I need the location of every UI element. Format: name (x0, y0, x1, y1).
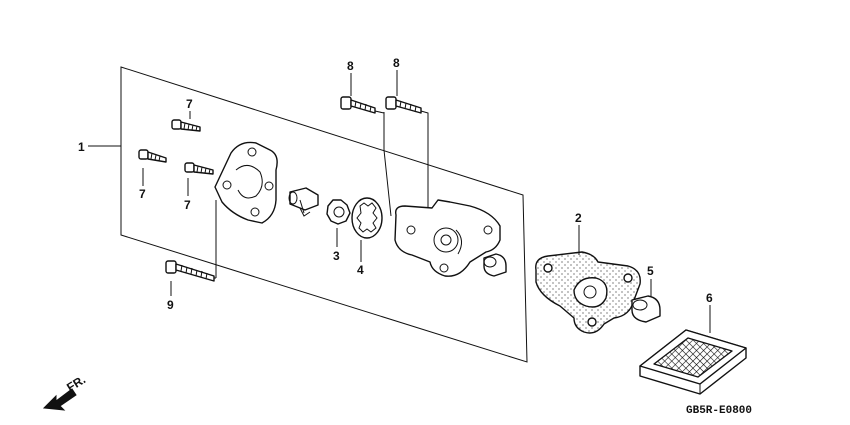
callout-8-left: 8 (347, 59, 354, 73)
assembly-frame (120, 66, 528, 363)
collar-part-5 (631, 295, 661, 323)
callout-8-right: 8 (393, 56, 400, 70)
bolt-8-right (385, 96, 429, 207)
screw-7-left (138, 149, 167, 163)
callout-7-left: 7 (139, 187, 146, 201)
body-collar-part (483, 253, 507, 277)
front-direction-label: FR. (64, 372, 88, 394)
callout-1: 1 (78, 140, 85, 154)
bolt-8-left (340, 96, 392, 217)
callout-3: 3 (333, 249, 340, 263)
pump-shaft-part (288, 187, 319, 217)
leader-lines (88, 70, 711, 333)
front-direction-arrow-icon (42, 388, 77, 411)
bolt-9 (165, 200, 217, 282)
callout-9: 9 (167, 298, 174, 312)
callout-5: 5 (647, 264, 654, 278)
callout-2: 2 (575, 211, 582, 225)
oil-screen-part-6 (639, 329, 747, 395)
inner-rotor-part-3 (326, 199, 351, 225)
pump-cover-part (214, 141, 278, 224)
pump-body-part (394, 199, 501, 277)
callout-6: 6 (706, 291, 713, 305)
gasket-part-2 (535, 251, 641, 334)
diagram-code: GB5R-E0800 (686, 405, 752, 417)
callout-7-top: 7 (186, 97, 193, 111)
screw-7-mid (184, 162, 214, 175)
outer-rotor-part-4 (351, 197, 383, 239)
callout-7-mid: 7 (184, 198, 191, 212)
callout-4: 4 (357, 263, 364, 277)
screw-7-top (171, 119, 201, 132)
